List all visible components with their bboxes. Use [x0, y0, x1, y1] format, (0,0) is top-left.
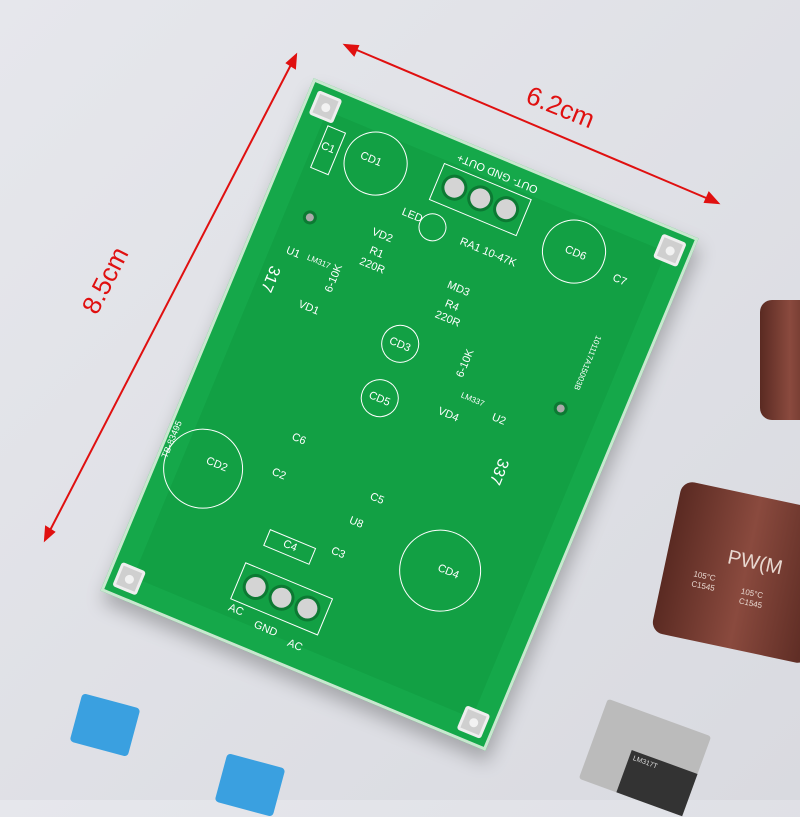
measure-arrows [43, 43, 721, 543]
electrolytic-capacitor-top [760, 300, 800, 420]
terminal-hole [290, 591, 325, 626]
regulator-marking: LM317T [616, 750, 698, 817]
capacitor-brand: PW(M [725, 546, 785, 580]
terminal-hole [489, 192, 524, 227]
